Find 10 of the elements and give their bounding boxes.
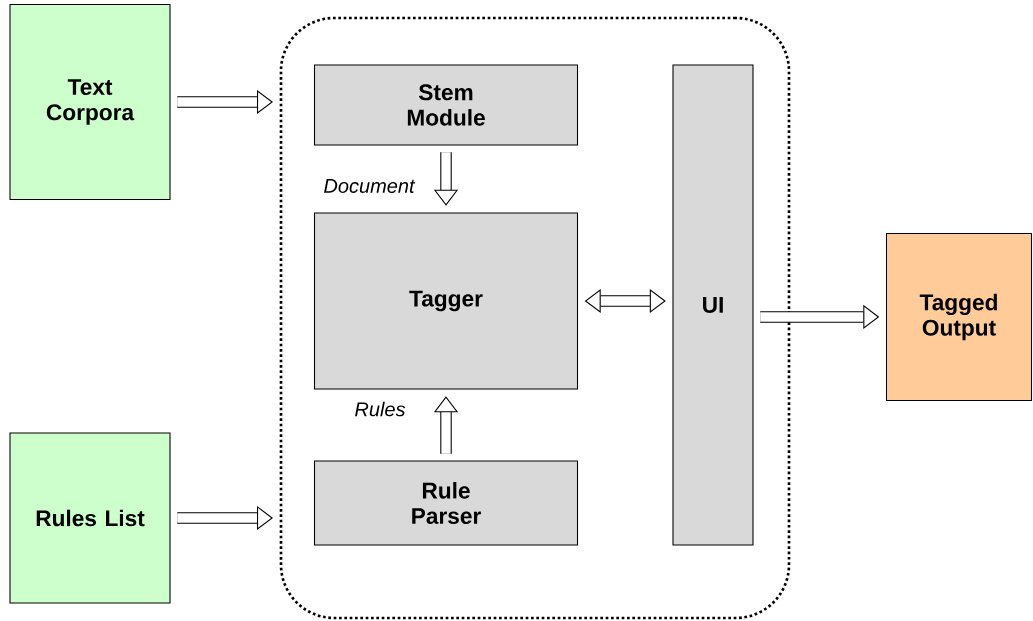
module-box: Stem Module	[313, 64, 579, 146]
module-box: Rule Parser	[313, 460, 579, 546]
module-box: UI	[672, 64, 754, 546]
input-box: Rules List	[9, 432, 171, 604]
output-box: Tagged Output	[885, 232, 1033, 402]
edge-label: Document	[322, 177, 416, 195]
module-box: Tagger	[313, 212, 579, 390]
system-boundary	[279, 16, 791, 620]
input-box: Text Corpora	[9, 3, 171, 201]
edge-label: Rules	[353, 400, 407, 418]
